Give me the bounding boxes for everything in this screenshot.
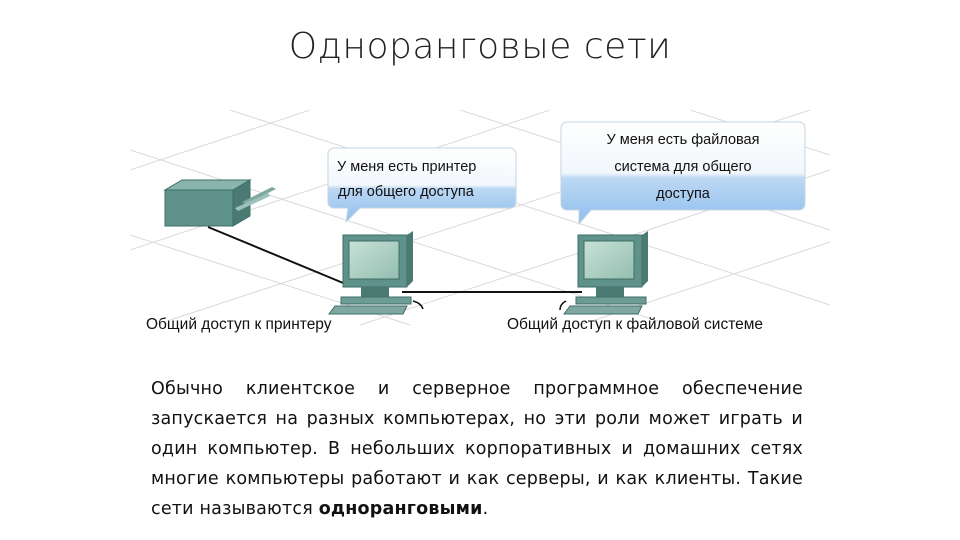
speech-bubble-files: У меня есть файловая система для общего … — [561, 122, 805, 224]
speech-bubble-printer: У меня есть принтер для общего доступа — [328, 148, 516, 222]
network-diagram: У меня есть принтер для общего доступа У… — [130, 110, 830, 350]
caption-printer-sharing: Общий доступ к принтеру — [146, 316, 332, 334]
body-text-end: . — [483, 499, 489, 519]
computer-1-icon — [329, 231, 423, 314]
diagram-canvas: У меня есть принтер для общего доступа У… — [130, 110, 830, 350]
printer-icon — [165, 180, 276, 226]
computer-2-icon — [560, 231, 648, 314]
body-paragraph: Обычно клиентское и серверное программно… — [151, 374, 803, 524]
bubble-files-line-2: система для общего — [614, 159, 751, 175]
slide-title: Одноранговые сети — [0, 26, 960, 67]
bubble-printer-line-1: У меня есть принтер — [337, 159, 476, 175]
body-text-emphasis: одноранговыми — [319, 499, 483, 519]
caption-file-sharing: Общий доступ к файловой системе — [507, 316, 763, 334]
body-text-main: Обычно клиентское и серверное программно… — [151, 379, 803, 519]
bubble-files-line-3: доступа — [656, 186, 711, 202]
bubble-files-line-1: У меня есть файловая — [607, 132, 760, 148]
bubble-printer-line-2: для общего доступа — [338, 184, 475, 200]
